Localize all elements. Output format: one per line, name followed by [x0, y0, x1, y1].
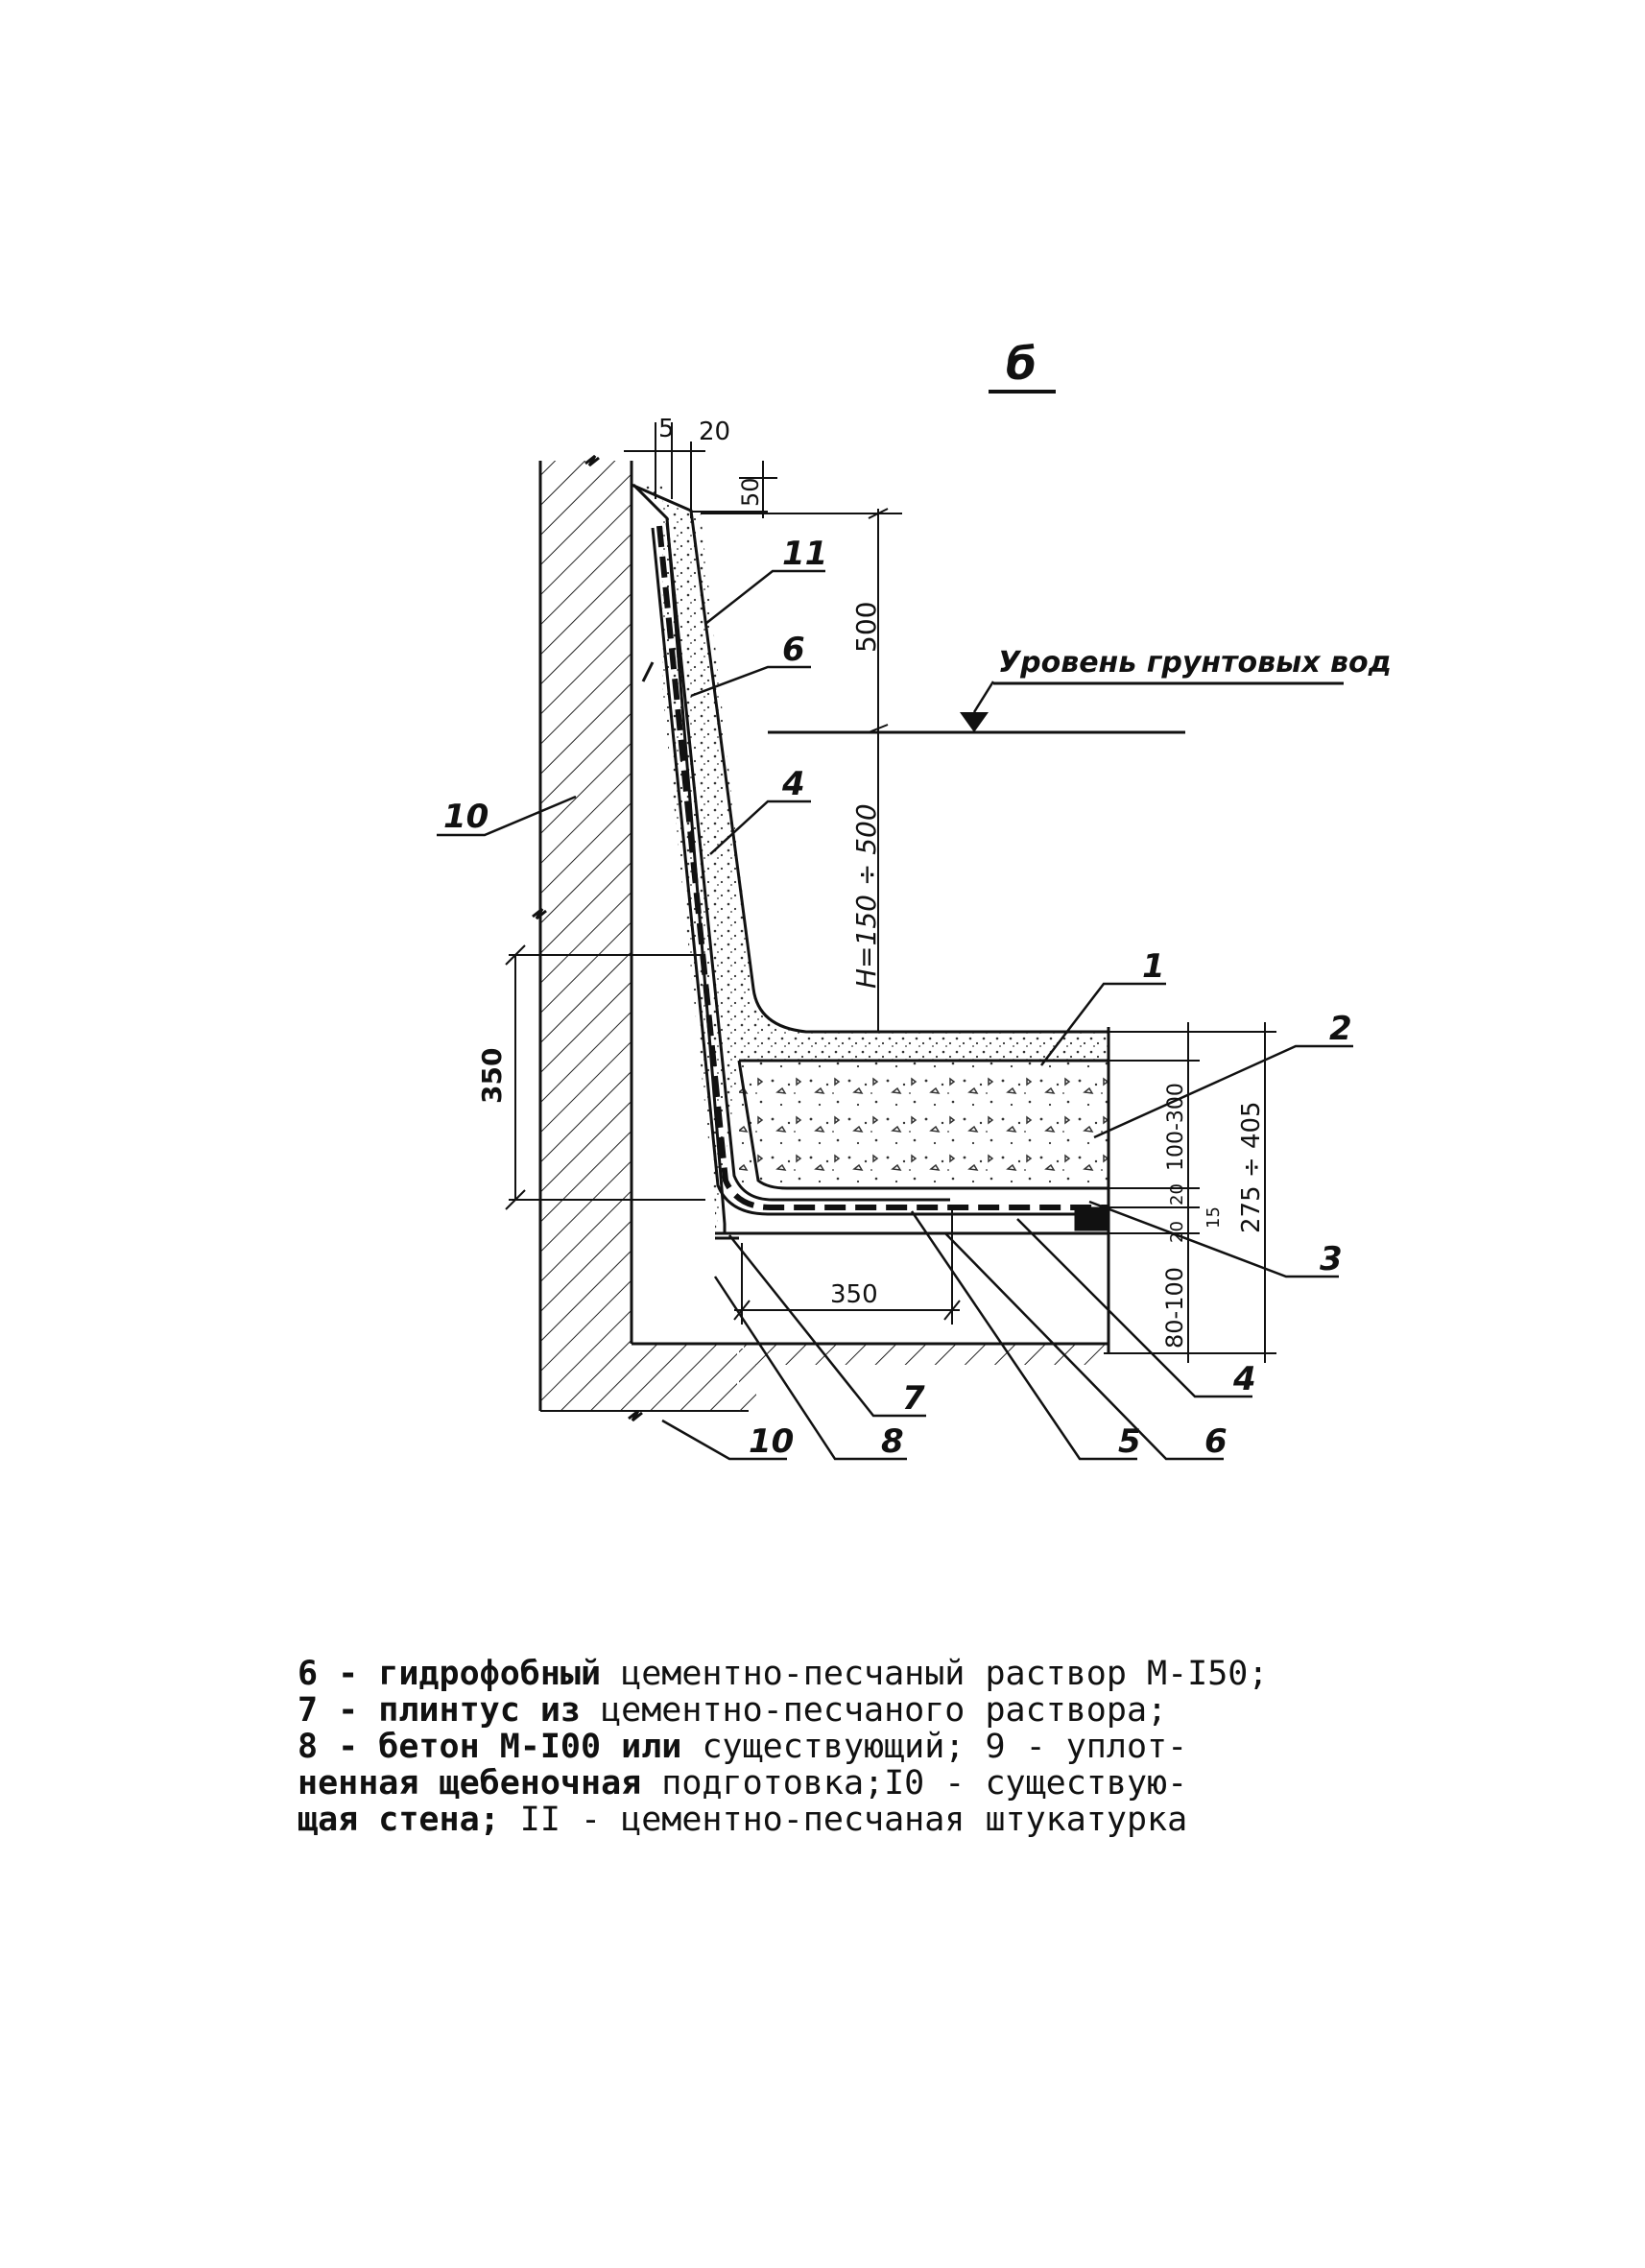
waterproofing-vertical — [651, 522, 1109, 1216]
callout-6-lower: 6 — [1204, 1422, 1228, 1461]
callout-5: 5 — [1118, 1422, 1141, 1461]
legend-line-text: цементно-песчаный раствор М-I50; — [601, 1655, 1269, 1693]
callout-2: 2 — [1329, 1010, 1352, 1048]
dim-20a: 20 — [1167, 1183, 1187, 1206]
right-dimension-chain — [1104, 1022, 1276, 1363]
existing-wall — [532, 454, 749, 1422]
legend: 6 - гидрофобный цементно-песчаный раство… — [298, 1655, 1268, 1838]
groundwater-level-label: Уровень грунтовых вод — [998, 646, 1392, 680]
dim-350-vertical-lines — [505, 944, 705, 1210]
callout-4-upper: 4 — [781, 765, 805, 803]
legend-line-lead: 8 - бетон М-I00 или — [298, 1728, 682, 1766]
dim-h: H=150 ÷ 500 — [850, 803, 882, 989]
crushed-stone-base — [632, 1342, 1109, 1411]
legend-line: 8 - бетон М-I00 или существующий; 9 - уп… — [298, 1729, 1257, 1765]
concrete-slab — [739, 1061, 1109, 1185]
dim-5: 5 — [658, 415, 675, 443]
plaster-layer — [632, 485, 1109, 1238]
callout-6-upper: 6 — [782, 631, 805, 669]
legend-line-text: II - цементно-песчаная штукатурка — [499, 1801, 1188, 1839]
legend-line: щая стена; II - цементно-песчаная штукат… — [298, 1802, 1257, 1838]
legend-line: 7 - плинтус из цементно-песчаного раство… — [298, 1692, 1257, 1729]
vertical-dim-line — [868, 508, 889, 1032]
callout-3: 3 — [1320, 1240, 1343, 1278]
figure-title: б — [1006, 338, 1037, 390]
callout-1: 1 — [1142, 947, 1165, 986]
legend-line-text: цементно-песчаного раствора; — [581, 1691, 1168, 1730]
dim-50: 50 — [737, 477, 764, 507]
callout-7: 7 — [902, 1379, 925, 1418]
dim-350-horizontal-lines — [733, 1205, 961, 1325]
concrete-slab-outline — [737, 1027, 1110, 1353]
dim-350-vertical: 350 — [476, 1048, 508, 1104]
legend-line: ненная щебеночная подготовка;I0 - сущест… — [298, 1765, 1257, 1802]
dim-15: 15 — [1204, 1206, 1224, 1229]
waterproofing-horizontal — [715, 1206, 1109, 1240]
callout-8: 8 — [881, 1422, 904, 1461]
legend-line-text: существующий; 9 - уплот- — [681, 1728, 1188, 1766]
dim-80-100: 80-100 — [1161, 1267, 1188, 1349]
dim-275-405: 275 ÷ 405 — [1237, 1101, 1266, 1233]
callout-4-lower: 4 — [1232, 1360, 1256, 1398]
callout-10-left: 10 — [443, 798, 489, 836]
dim-500: 500 — [850, 602, 882, 653]
groundwater-level-mark: Уровень грунтовых вод — [768, 646, 1392, 734]
legend-line-lead: щая стена; — [298, 1801, 500, 1839]
top-dimensions — [624, 422, 902, 518]
callout-11: 11 — [782, 535, 827, 573]
legend-line-text: подготовка;I0 - существую- — [641, 1764, 1188, 1802]
callout-10-bottom: 10 — [749, 1422, 794, 1461]
dim-350-horizontal: 350 — [830, 1280, 878, 1309]
dim-20: 20 — [699, 418, 730, 446]
callout-leaders — [437, 569, 1353, 1461]
legend-line: 6 - гидрофобный цементно-песчаный раство… — [298, 1655, 1268, 1693]
legend-line-lead: 6 - гидрофобный — [298, 1655, 602, 1693]
legend-line-lead: ненная щебеночная — [298, 1764, 642, 1802]
legend-line-lead: 7 - плинтус из — [298, 1691, 582, 1730]
